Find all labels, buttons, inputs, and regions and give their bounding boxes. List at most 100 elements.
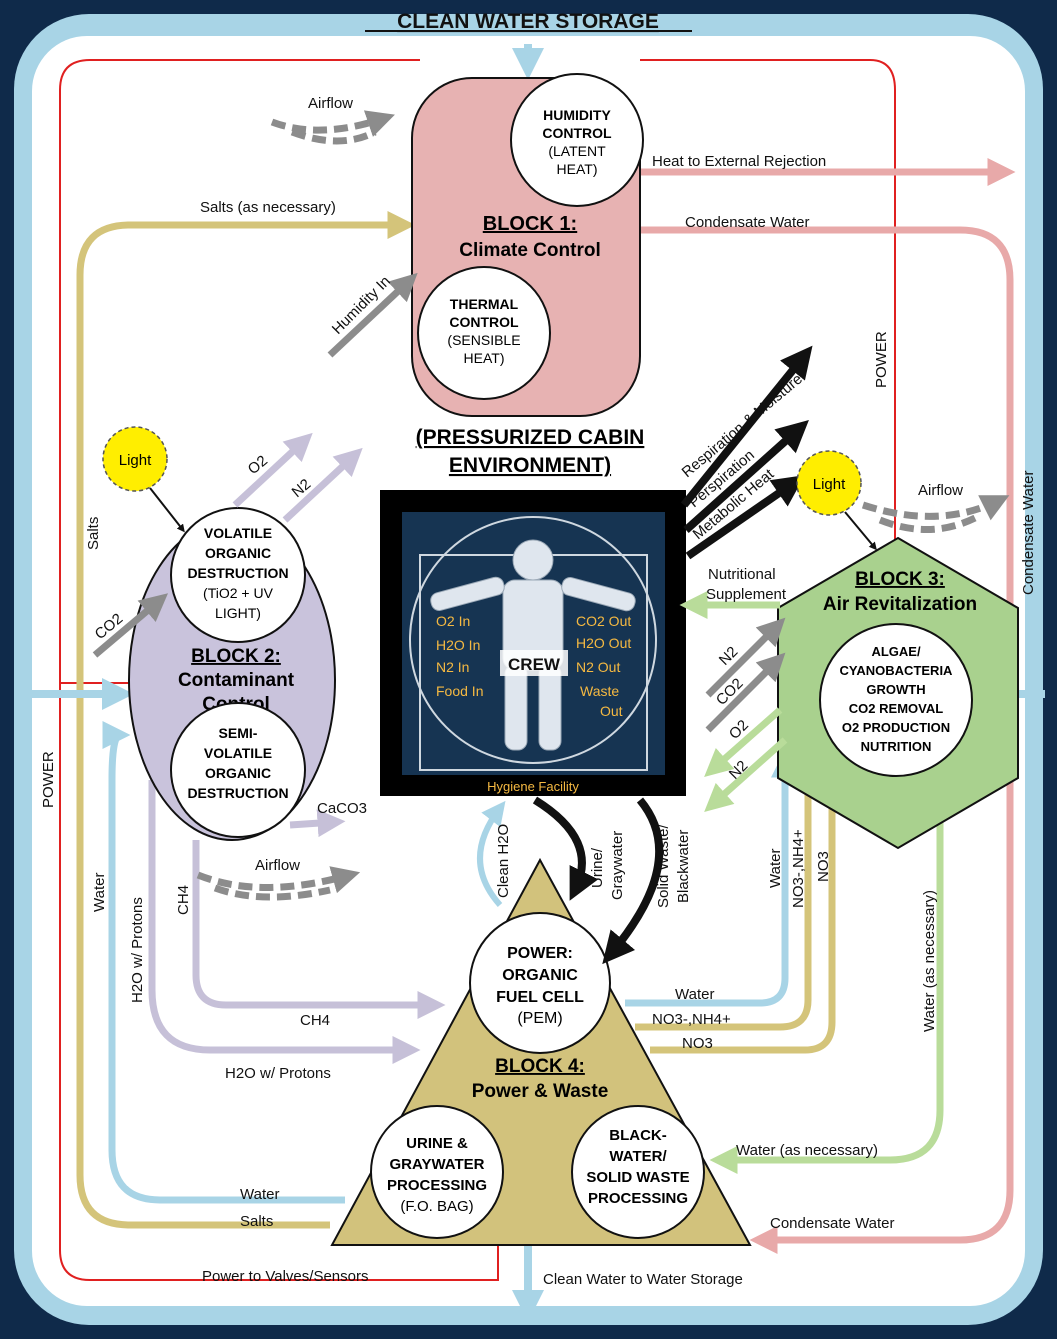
airflow-top-label: Airflow [308, 95, 353, 112]
semivolatile-circle [170, 702, 306, 838]
black-l2: WATER/ [609, 1148, 667, 1165]
h2o-protons-vertical-label: H2O w/ Protons [129, 897, 146, 1003]
condensate-vertical-label: Condensate Water [1020, 470, 1037, 595]
algae-l6: NUTRITION [861, 739, 932, 754]
light-right: Light [796, 450, 877, 551]
solid-black-label-1: Solid Waste/ [655, 824, 672, 908]
blackwater-circle [571, 1105, 705, 1239]
water-bottom-label: Water [240, 1186, 279, 1203]
airflow-bottom-label: Airflow [255, 857, 300, 874]
nutritional-label-1: Nutritional [708, 566, 776, 583]
gas-arrows-green [679, 591, 788, 812]
power-right-label: POWER [873, 331, 890, 388]
water-necessary-vertical-label: Water (as necessary) [921, 890, 938, 1032]
crew-in-4: Food In [436, 683, 483, 699]
gas-arrows-gray [92, 272, 786, 733]
h2o-protons-path [148, 780, 421, 1064]
water-loop-left [102, 721, 345, 1204]
crew-in-2: H2O In [436, 637, 480, 653]
urine-l4: (F.O. BAG) [400, 1198, 473, 1215]
nutritional-label-2: Supplement [706, 586, 787, 603]
power-valves-label: Power to Valves/Sensors [202, 1268, 368, 1285]
hygiene-facility: Hygiene Facility [487, 779, 579, 794]
ch4-vertical-label: CH4 [175, 885, 192, 915]
water-necessary-label: Water (as necessary) [736, 1142, 878, 1159]
block1-title: BLOCK 1: [483, 213, 577, 235]
fuel-l1: POWER: [507, 945, 573, 962]
ch4-bottom-label: CH4 [300, 1012, 330, 1029]
salts-necessary-label: Salts (as necessary) [200, 199, 336, 216]
crew-out-3: N2 Out [576, 659, 620, 675]
urine-l3: PROCESSING [387, 1177, 487, 1194]
salts-bottom-label: Salts [240, 1213, 273, 1230]
block3-title: BLOCK 3: [855, 569, 945, 590]
urine-l1: URINE & [406, 1135, 468, 1152]
humidity-l2: CONTROL [542, 125, 612, 141]
crew-in-1: O2 In [436, 613, 470, 629]
block1-subtitle: Climate Control [459, 240, 600, 261]
solid-black-label-2: Blackwater [675, 830, 692, 903]
urine-gray-label-2: Graywater [609, 831, 626, 900]
block2-title: BLOCK 2: [191, 646, 281, 667]
gas-arrows-purple [232, 432, 363, 838]
fuel-l3: FUEL CELL [496, 989, 584, 1006]
crew-in-3: N2 In [436, 659, 469, 675]
urine-gray-label-1: Urine/ [589, 847, 606, 888]
h2o-protons-bottom-label: H2O w/ Protons [225, 1065, 331, 1082]
cabin-title-1: (PRESSURIZED CABIN [416, 426, 645, 449]
algae-l4: CO2 REMOVAL [849, 701, 943, 716]
thermal-l1: THERMAL [450, 296, 519, 312]
urine-l2: GRAYWATER [389, 1156, 484, 1173]
fuel-l4: (PEM) [517, 1010, 562, 1027]
thermal-control-circle [417, 266, 551, 400]
crew-out-1: CO2 Out [576, 613, 631, 629]
thermal-l3: (SENSIBLE [447, 332, 520, 348]
clean-to-storage-label: Clean Water to Water Storage [543, 1271, 743, 1288]
volatile-l3: DESTRUCTION [187, 565, 288, 581]
water-b3-label: Water [767, 849, 784, 888]
semi-l1: SEMI- [219, 725, 258, 741]
no3-b3-label: NO3 [815, 851, 832, 882]
crew-out-2: H2O Out [576, 635, 631, 651]
black-l4: PROCESSING [588, 1190, 688, 1207]
astronaut-figure [430, 539, 636, 751]
algae-l2: CYANOBACTERIA [840, 663, 954, 678]
block3-air-revitalization: BLOCK 3: Air Revitalization ALGAE/ CYANO… [777, 536, 1019, 850]
no3-nh4-fc-label: NO3-,NH4+ [652, 1011, 731, 1028]
urine-circle [370, 1105, 504, 1239]
cabin-title-2: ENVIRONMENT) [449, 454, 611, 477]
caco3-label: CaCO3 [317, 800, 367, 817]
humidity-control-circle [510, 73, 644, 207]
salts-vertical-label: Salts [85, 517, 102, 550]
crew-label: CREW [508, 655, 561, 674]
block2-contaminant-control: VOLATILE ORGANIC DESTRUCTION (TiO2 + UV … [128, 507, 336, 841]
no3-nh4-b3-label: NO3-,NH4+ [790, 829, 807, 908]
light-left: Light [102, 426, 185, 533]
black-l1: BLACK- [609, 1127, 667, 1144]
humidity-l1: HUMIDITY [543, 107, 611, 123]
crew-output-arrows [532, 345, 813, 965]
diagram-title: CLEAN WATER STORAGE [397, 10, 659, 33]
ch4-path [192, 840, 446, 1019]
volatile-l2: ORGANIC [205, 545, 271, 561]
block4-title: BLOCK 4: [495, 1056, 585, 1077]
clean-h2o-label: Clean H2O [495, 824, 512, 898]
crew-out-5: Out [600, 703, 623, 719]
condensate-bottom-label: Condensate Water [770, 1215, 895, 1232]
condensate-top-label: Condensate Water [685, 214, 810, 231]
algae-l1: ALGAE/ [871, 644, 921, 659]
algae-l3: GROWTH [866, 682, 925, 697]
volatile-l5: LIGHT) [215, 605, 261, 621]
black-l3: SOLID WASTE [586, 1169, 689, 1186]
block2-sub1: Contaminant [178, 670, 295, 691]
thermal-l4: HEAT) [464, 350, 505, 366]
fuel-l2: ORGANIC [502, 967, 578, 984]
crew-out-4: Waste [580, 683, 619, 699]
airflow-right-label: Airflow [918, 482, 963, 499]
thermal-l2: CONTROL [449, 314, 519, 330]
algae-circle [819, 623, 973, 777]
heat-external-label: Heat to External Rejection [652, 153, 826, 170]
salts-loop [76, 211, 416, 1229]
humidity-l3: (LATENT [548, 143, 606, 159]
